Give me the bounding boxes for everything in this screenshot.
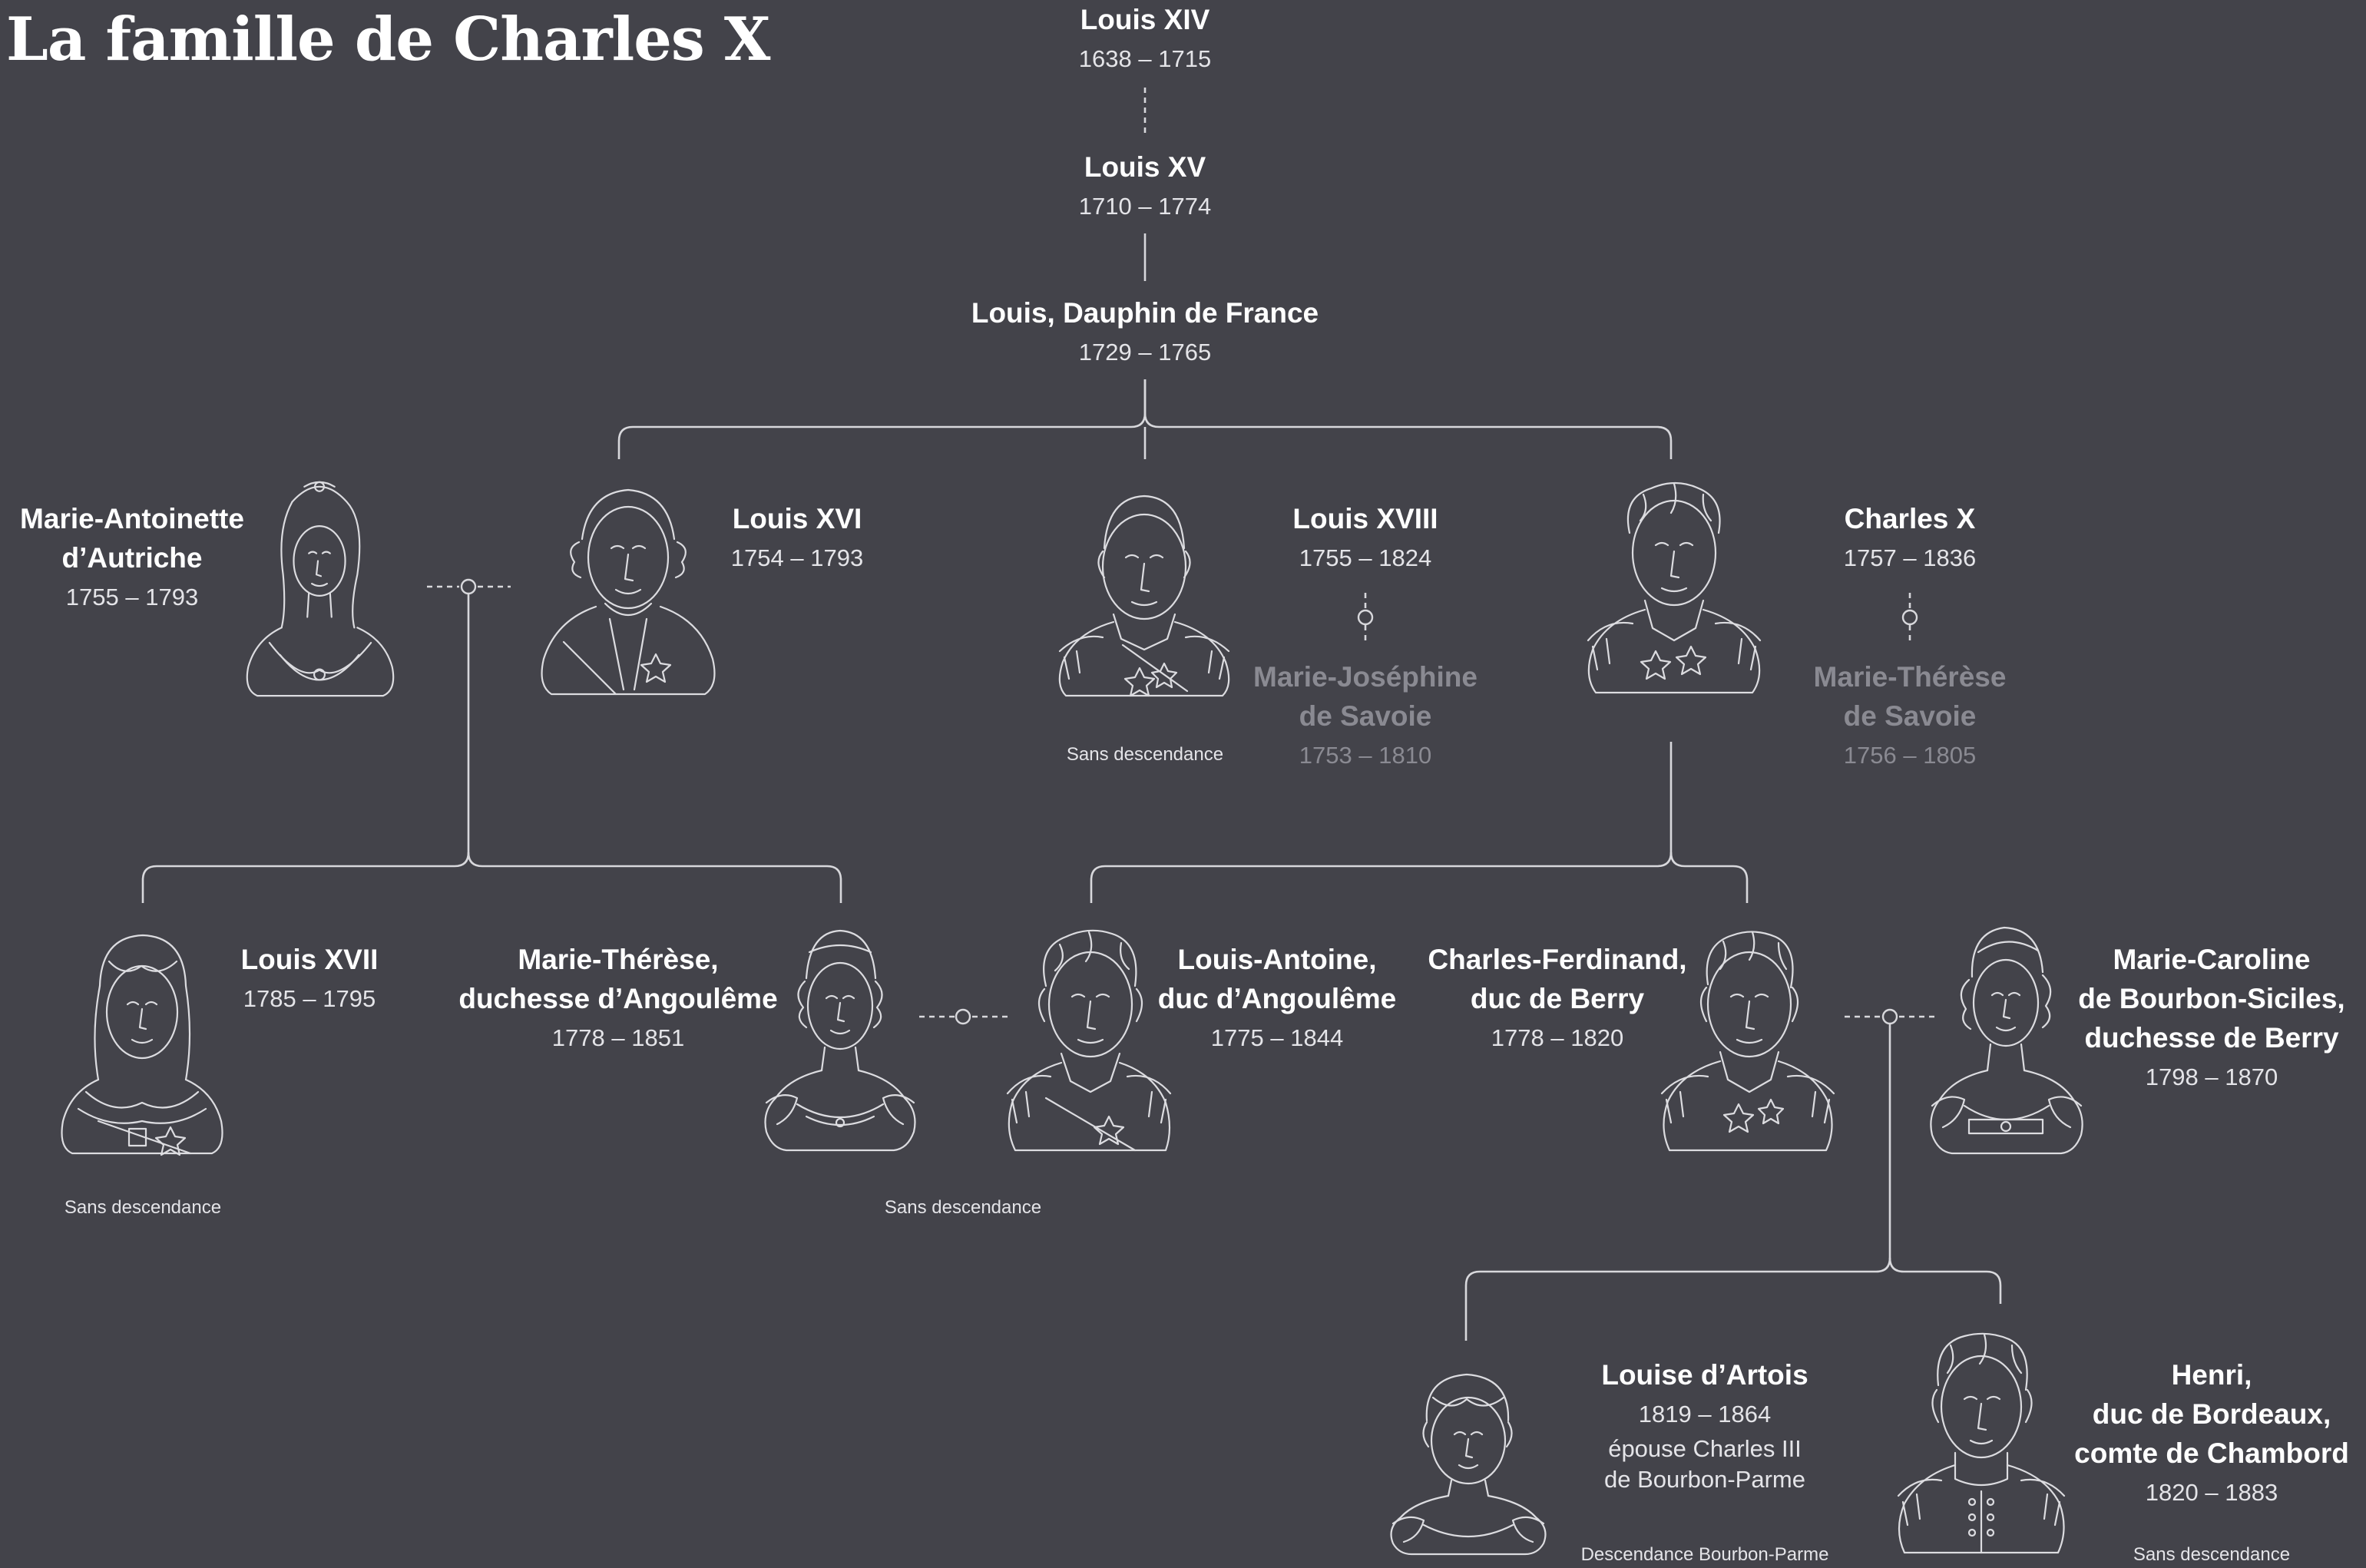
person-dates: 1638 – 1715 [1078,45,1212,72]
person-name-line2: d’Autriche [61,542,203,574]
person-dates: 1753 – 1810 [1299,742,1432,769]
person-name: Louis XVI [732,503,862,534]
person-dates: 1819 – 1864 [1638,1401,1772,1427]
person-name-line2: de Savoie [1299,700,1432,732]
person-name: Charles X [1844,503,1976,534]
louis-xviii-bust-icon [1058,495,1230,697]
person-louis-xvi: Louis XVI 1754 – 1793 [674,499,920,577]
person-name-line2: duc de Berry [1470,983,1645,1014]
person-spouse-line1: épouse Charles III [1608,1435,1802,1462]
person-dates: 1710 – 1774 [1078,193,1212,220]
connector-charles-x-charles-ferdinand [1669,852,1749,903]
connector-berry-henri [1888,1257,2002,1304]
person-marie-therese-savoie: Marie-Thérèse de Savoie 1756 – 1805 [1772,657,2048,775]
marriage-ring-louis-xvi [460,578,477,595]
person-name-line2: duc d’Angoulême [1157,983,1397,1014]
person-name: Louis XV [1084,151,1206,183]
person-dates: 1756 – 1805 [1843,742,1977,769]
marie-therese-angouleme-bust-icon [764,929,916,1152]
person-name-line1: Marie-Joséphine [1253,661,1478,693]
person-marie-caroline: Marie-Caroline de Bourbon-Siciles, duche… [2066,940,2358,1097]
louis-antoine-bust-icon [1006,929,1172,1152]
person-name-line2: de Savoie [1843,700,1977,732]
person-dates: 1757 – 1836 [1843,544,1977,571]
person-louis-xviii: Louis XVIII 1755 – 1824 [1243,499,1488,577]
person-name-line2: duc de Bordeaux, [2092,1398,2331,1430]
louis-xvi-bust-icon [541,488,716,696]
connector-charles-x-louis-antoine [1090,742,1673,903]
person-dates: 1778 – 1851 [551,1024,685,1051]
person-louis-xvii: Louis XVII 1785 – 1795 [202,940,417,1018]
person-name-line1: Marie-Caroline [2113,944,2311,975]
person-name-line1: Louis-Antoine, [1177,944,1377,975]
person-dates: 1778 – 1820 [1491,1024,1624,1051]
person-dates: 1755 – 1793 [65,584,199,610]
person-dates: 1820 – 1883 [2145,1479,2278,1506]
person-name: Louis XVII [240,944,379,975]
person-dates: 1755 – 1824 [1299,544,1432,571]
person-dates: 1775 – 1844 [1210,1024,1344,1051]
marie-caroline-bust-icon [1930,926,2083,1155]
person-name: Louis XVIII [1292,503,1438,534]
marriage-ring-angouleme [955,1008,971,1025]
person-name-line3: duchesse de Berry [2084,1022,2339,1054]
henri-no-descendants: Sans descendance [2133,1544,2291,1565]
louis-xviii-no-descendants: Sans descendance [1066,744,1224,765]
person-dates: 1785 – 1795 [243,985,376,1012]
person-name-line2: duchesse d’Angoulême [458,983,778,1014]
connector-dauphin-charles-x [1143,379,1673,459]
page-title: La famille de Charles X [6,5,770,74]
marriage-ring-charles-x [1901,609,1918,626]
person-henri: Henri, duc de Bordeaux, comte de Chambor… [2058,1355,2365,1512]
person-louis-antoine: Louis-Antoine, duc d’Angoulême 1775 – 18… [1147,940,1408,1057]
person-name: Louis, Dauphin de France [971,297,1319,329]
connector-louis-xvi-louis-xvii [141,594,470,903]
person-name-line1: Charles-Ferdinand, [1428,944,1687,975]
person-marie-therese-angouleme: Marie-Thérèse, duchesse d’Angoulême 1778… [449,940,787,1057]
charles-ferdinand-bust-icon [1660,931,1835,1152]
charles-x-bust-icon [1587,481,1762,694]
person-charles-x: Charles X 1757 – 1836 [1787,499,2033,577]
louise-artois-bust-icon [1390,1373,1547,1556]
marie-antoinette-bust-icon [246,481,395,697]
person-spouse-line2: de Bourbon-Parme [1604,1466,1805,1493]
person-name-line1: Marie-Antoinette [20,503,244,534]
louis-xvii-bust-icon [61,934,223,1156]
louise-descendants-note: Descendance Bourbon-Parme [1580,1544,1829,1565]
person-dates: 1798 – 1870 [2145,1064,2278,1090]
marriage-ring-berry [1881,1008,1898,1025]
person-charles-ferdinand: Charles-Ferdinand, duc de Berry 1778 – 1… [1419,940,1696,1057]
person-name-line1: Marie-Thérèse, [518,944,719,975]
person-name: Louis XIV [1080,4,1210,35]
person-dates: 1754 – 1793 [730,544,864,571]
person-marie-josephine: Marie-Joséphine de Savoie 1753 – 1810 [1227,657,1504,775]
person-name-line2: de Bourbon-Siciles, [2078,983,2345,1014]
connector-dauphin-louis-xvi [617,379,1147,459]
person-name-line1: Marie-Thérèse [1813,661,2007,693]
connector-louis-xvi-marie-therese [467,852,842,903]
person-dates: 1729 – 1765 [1078,339,1212,366]
person-louis-xv: Louis XV 1710 – 1774 [991,147,1299,226]
marriage-ring-louis-xviii [1357,609,1374,626]
connector-berry-louise [1464,1024,1891,1341]
person-name: Louise d’Artois [1601,1359,1808,1391]
louis-xvii-no-descendants: Sans descendance [64,1197,222,1218]
angouleme-no-descendants: Sans descendance [884,1197,1042,1218]
person-louise-artois: Louise d’Artois 1819 – 1864 épouse Charl… [1567,1355,1843,1495]
henri-bust-icon [1897,1332,2066,1554]
person-louis-xiv: Louis XIV 1638 – 1715 [991,0,1299,78]
person-name-line1: Henri, [2171,1359,2252,1391]
person-marie-antoinette: Marie-Antoinette d’Autriche 1755 – 1793 [0,499,264,617]
person-name-line3: comte de Chambord [2074,1437,2349,1469]
person-louis-dauphin: Louis, Dauphin de France 1729 – 1765 [915,293,1375,372]
